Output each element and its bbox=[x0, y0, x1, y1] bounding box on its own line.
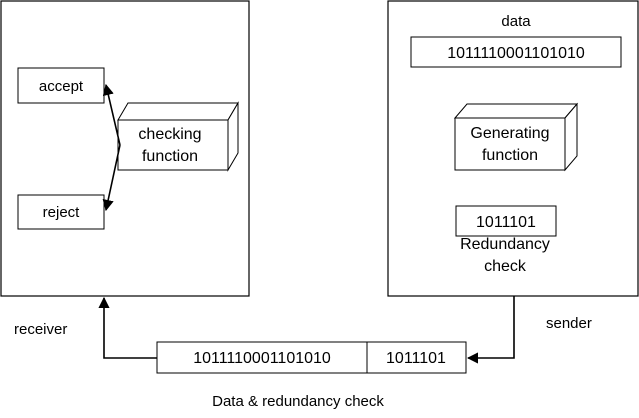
redundancy-value: 1011101 bbox=[476, 214, 536, 231]
frame-redundancy-value: 1011101 bbox=[386, 350, 446, 367]
checking-function-label-line1: checking bbox=[138, 126, 201, 143]
sender-label: sender bbox=[546, 315, 592, 332]
reject-label: reject bbox=[43, 204, 81, 221]
accept-box: accept bbox=[17, 67, 105, 104]
generating-function-box: Generating function bbox=[453, 102, 579, 172]
sender-to-frame-arrow bbox=[466, 296, 515, 364]
transmission-frame: 1011110001101010 1011101 bbox=[156, 341, 467, 374]
arrow-to-accept bbox=[102, 83, 121, 146]
generating-function-label-line2: function bbox=[482, 147, 538, 164]
data-title: data bbox=[501, 13, 531, 30]
redundancy-label-line2: check bbox=[484, 258, 527, 275]
sender-data-value: 1011110001101010 bbox=[447, 45, 585, 62]
frame-to-receiver-arrow bbox=[98, 296, 157, 359]
reject-box: reject bbox=[17, 194, 105, 230]
frame-data-value: 1011110001101010 bbox=[193, 350, 331, 367]
arrow-to-reject bbox=[102, 144, 121, 212]
receiver-label: receiver bbox=[14, 321, 67, 338]
generating-function-label-line1: Generating bbox=[470, 125, 549, 142]
checking-function-box: checking function bbox=[117, 101, 239, 172]
checking-function-label-line2: function bbox=[142, 148, 198, 165]
redundancy-label-line1: Redundancy bbox=[460, 236, 550, 253]
sender-data-box: 1011110001101010 bbox=[410, 36, 622, 68]
transmission-caption: Data & redundancy check bbox=[212, 393, 384, 410]
redundancy-box: 1011101 bbox=[455, 205, 557, 237]
accept-label: accept bbox=[39, 78, 84, 95]
